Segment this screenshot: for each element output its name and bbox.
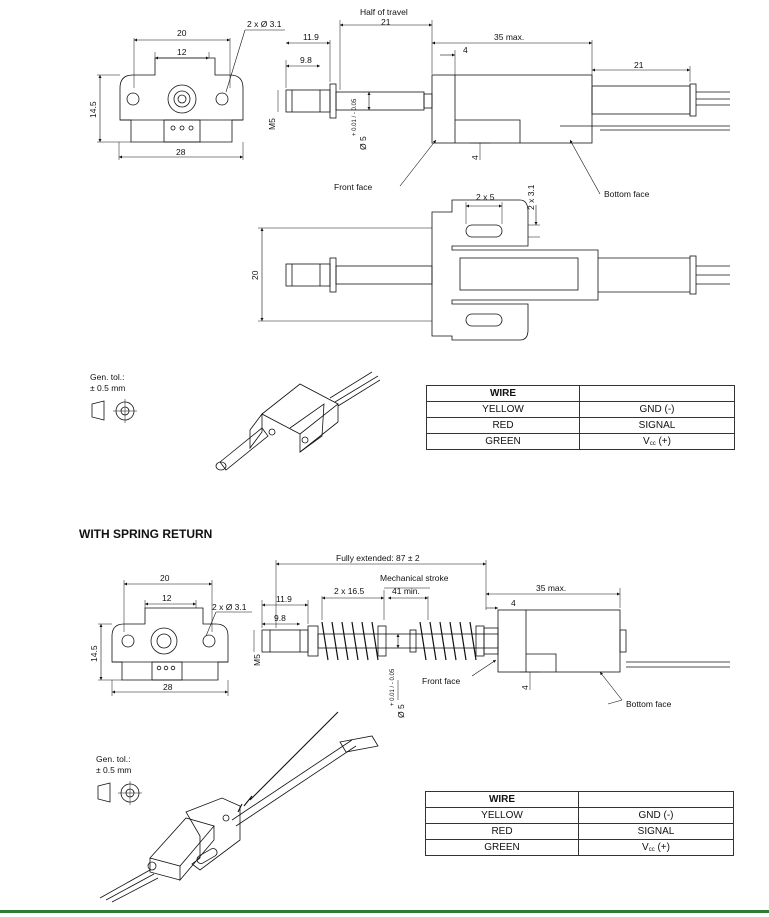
table-row: GREEN Vcc (+): [425, 839, 734, 856]
spring-dim-20: 20: [160, 573, 170, 583]
spring-isometric-view: [99, 711, 379, 903]
spring-dim-41min: 41 min.: [392, 586, 420, 596]
top-dim-2x5: 2 x 5: [476, 192, 495, 202]
spring-dim-28: 28: [163, 682, 173, 692]
top-dim-11-9: 11.9: [303, 32, 319, 42]
spring-dim-holes: 2 x Ø 3.1: [212, 602, 247, 612]
spring-end-view: [98, 580, 252, 696]
spring-dim-tol5: + 0.01 / - 0.05: [390, 668, 396, 706]
top-dim-tol5: + 0.01 / - 0.05: [352, 98, 358, 136]
table-header-row: WIRE: [426, 385, 735, 402]
wire-function-cell: Vcc (+): [579, 433, 735, 450]
spring-labels: 20 12 2 x Ø 3.1 14.5 28 Fully extended: …: [89, 553, 672, 718]
spring-dim-12: 12: [162, 593, 172, 603]
wire-color-cell: YELLOW: [425, 807, 579, 824]
top-dim-4b: 4: [470, 155, 480, 160]
top-dim-2x3-1: 2 x 3.1: [526, 184, 536, 210]
table-row: RED SIGNAL: [425, 823, 734, 840]
spring-dim-14-5: 14.5: [89, 645, 99, 662]
wire-color-cell: RED: [425, 823, 579, 840]
top-front-face-label: Front face: [334, 182, 373, 192]
spring-dim-4b: 4: [520, 685, 530, 690]
table-row: GREEN Vcc (+): [426, 433, 735, 450]
spring-fully-extended: Fully extended: 87 ± 2: [336, 553, 420, 563]
wire-color-cell: GREEN: [426, 433, 580, 450]
spring-return-heading: WITH SPRING RETURN: [79, 527, 213, 541]
top-wire-table: WIRE YELLOW GND (-) RED SIGNAL GREEN Vcc…: [426, 385, 735, 450]
vcc-tail: (+): [654, 842, 670, 853]
wire-function-cell: Vcc (+): [578, 839, 734, 856]
wire-function-cell: GND (-): [579, 401, 735, 418]
spring-bottom-face-label: Bottom face: [626, 699, 672, 709]
top-dim-20: 20: [177, 28, 187, 38]
top-dim-28: 28: [176, 147, 186, 157]
vcc-v: V: [643, 436, 650, 447]
top-dim-21a: 21: [381, 17, 391, 27]
vcc-subscript: cc: [648, 847, 655, 853]
spring-dim-35max: 35 max.: [536, 583, 566, 593]
table-row: YELLOW GND (-): [426, 401, 735, 418]
table-header-wire: WIRE: [425, 791, 579, 808]
top-projection-symbol: [91, 399, 137, 423]
top-dim-12: 12: [177, 47, 187, 57]
vcc-subscript: cc: [649, 441, 656, 447]
table-header-function: [579, 385, 735, 402]
spring-dim-d5: Ø 5: [396, 704, 406, 718]
wire-function-cell: GND (-): [578, 807, 734, 824]
spring-dim-4a: 4: [511, 598, 516, 608]
top-dim-14-5: 14.5: [88, 101, 98, 118]
top-side-view: [277, 20, 730, 195]
table-row: YELLOW GND (-): [425, 807, 734, 824]
spring-dim-2x16-5: 2 x 16.5: [334, 586, 365, 596]
wire-function-cell: SIGNAL: [578, 823, 734, 840]
top-dim-4a: 4: [463, 45, 468, 55]
vcc-v: V: [642, 842, 649, 853]
table-header-function: [578, 791, 734, 808]
vcc-tail: (+): [655, 436, 671, 447]
top-gen-tol-line1: Gen. tol.:: [90, 372, 125, 382]
top-dim-9-8: 9.8: [300, 55, 312, 65]
wire-color-cell: GREEN: [425, 839, 579, 856]
spring-wire-table: WIRE YELLOW GND (-) RED SIGNAL GREEN Vcc…: [425, 791, 734, 856]
top-gen-tol-line2: ± 0.5 mm: [90, 383, 126, 393]
top-plan-view: [258, 199, 730, 341]
spring-gen-tol-line1: Gen. tol.:: [96, 754, 131, 764]
wire-function-cell: SIGNAL: [579, 417, 735, 434]
table-header-row: WIRE: [425, 791, 734, 808]
spring-mech-stroke: Mechanical stroke: [380, 573, 449, 583]
top-half-travel: Half of travel: [360, 7, 408, 17]
top-labels: 20 12 2 x Ø 3.1 14.5 28 Half of travel 2…: [88, 7, 650, 280]
spring-projection-symbol: [97, 781, 142, 805]
spring-dim-m5: M5: [252, 654, 262, 666]
footer-rule: [0, 910, 769, 913]
top-gen-tol: Gen. tol.: ± 0.5 mm: [90, 372, 125, 394]
top-end-view: [97, 29, 285, 160]
wire-color-cell: RED: [426, 417, 580, 434]
top-dim-21b: 21: [634, 60, 644, 70]
top-dim-d5: Ø 5: [358, 136, 368, 150]
spring-side-view: [253, 560, 730, 705]
top-isometric-view: [215, 371, 381, 471]
top-dim-35max: 35 max.: [494, 32, 524, 42]
spring-front-face-label: Front face: [422, 676, 461, 686]
spring-gen-tol: Gen. tol.: ± 0.5 mm: [96, 754, 131, 776]
top-dim-20v: 20: [250, 270, 260, 280]
spring-dim-9-8: 9.8: [274, 613, 286, 623]
top-bottom-face-label: Bottom face: [604, 189, 650, 199]
spring-gen-tol-line2: ± 0.5 mm: [96, 765, 132, 775]
table-header-wire: WIRE: [426, 385, 580, 402]
top-dim-m5: M5: [267, 118, 277, 130]
top-dim-holes: 2 x Ø 3.1: [247, 19, 282, 29]
wire-color-cell: YELLOW: [426, 401, 580, 418]
table-row: RED SIGNAL: [426, 417, 735, 434]
spring-dim-11-9: 11.9: [276, 594, 292, 604]
